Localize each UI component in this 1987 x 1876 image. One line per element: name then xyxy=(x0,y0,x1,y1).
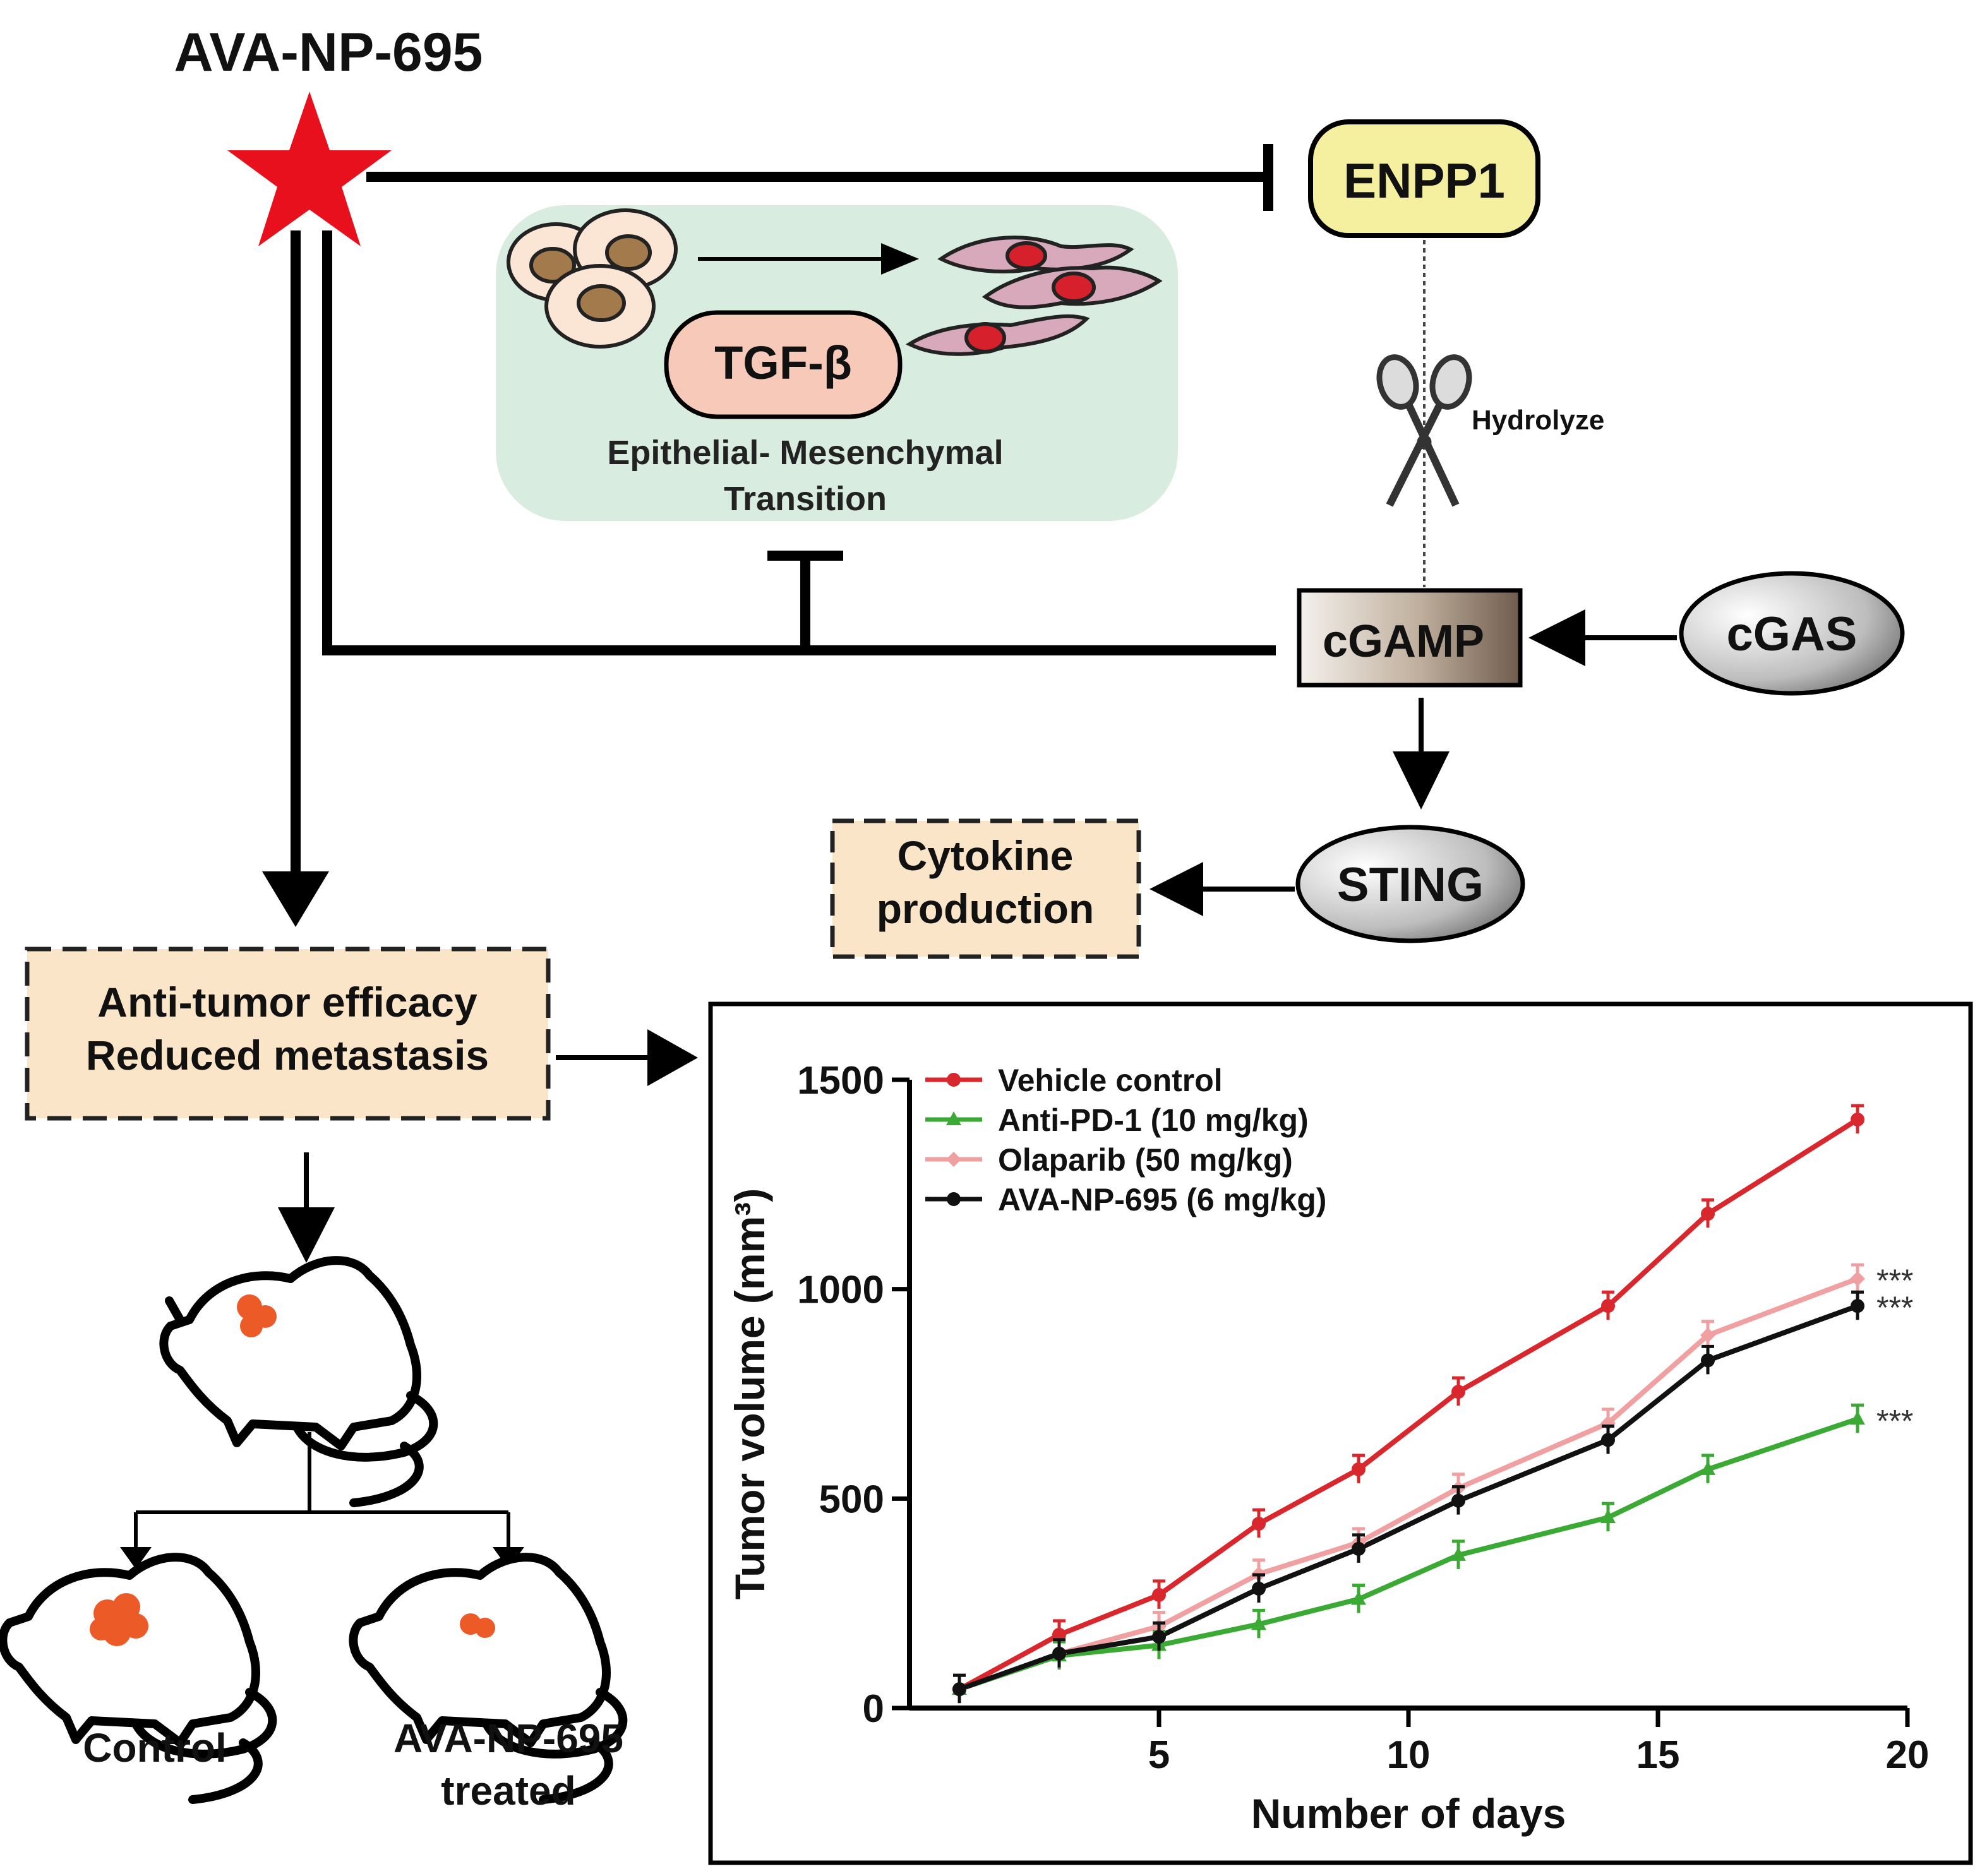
efficacy-mouse-arrow-head xyxy=(278,1207,335,1263)
cytokine-line1: Cytokine xyxy=(897,832,1074,879)
star-icon xyxy=(227,92,392,246)
sting-label: STING xyxy=(1337,858,1484,912)
inhibit-emt-connector xyxy=(767,551,843,650)
significance-label: *** xyxy=(1876,1290,1913,1325)
hydrolyze-label: Hydrolyze xyxy=(1472,405,1604,436)
data-point xyxy=(1052,1646,1066,1661)
emt-title-line2: Transition xyxy=(724,480,887,518)
x-tick-label: 5 xyxy=(1148,1733,1170,1777)
enpp1-label: ENPP1 xyxy=(1343,153,1505,208)
tgf-beta-label: TGF-β xyxy=(714,337,852,389)
data-point xyxy=(1451,1493,1465,1508)
cgamp-sting-arrow-head xyxy=(1393,751,1450,810)
cgamp-node: cGAMP xyxy=(1297,588,1523,688)
x-axis-label: Number of days xyxy=(1251,1790,1566,1837)
data-point xyxy=(1252,1581,1266,1596)
y-tick-label: 500 xyxy=(819,1478,884,1521)
legend-entry: AVA-NP-695 (6 mg/kg) xyxy=(998,1182,1326,1217)
data-point xyxy=(1252,1517,1266,1531)
cell-icon xyxy=(507,208,678,349)
data-point xyxy=(1600,1509,1616,1524)
data-point xyxy=(947,1192,961,1206)
control-mouse-icon xyxy=(0,1553,277,1804)
data-point xyxy=(1152,1587,1166,1602)
y-tick-label: 1500 xyxy=(797,1059,884,1102)
data-point xyxy=(1700,1327,1715,1343)
data-point xyxy=(1850,1411,1865,1425)
cgamp-label: cGAMP xyxy=(1323,616,1484,667)
cytokine-box: Cytokine production xyxy=(830,818,1141,959)
data-point xyxy=(946,1152,961,1167)
significance-label: *** xyxy=(1876,1403,1913,1438)
chart-frame xyxy=(708,1001,1973,1865)
data-point xyxy=(1352,1462,1366,1476)
data-point xyxy=(1451,1546,1466,1561)
data-point xyxy=(1851,1299,1864,1313)
sting-cytokine-arrow-head xyxy=(1150,862,1203,916)
data-point xyxy=(1251,1616,1266,1630)
efficacy-line2: Reduced metastasis xyxy=(86,1032,489,1078)
treated-tumor xyxy=(460,1613,495,1638)
data-point xyxy=(1700,1461,1715,1475)
data-point xyxy=(1601,1299,1615,1313)
efficacy-chart-arrow-head xyxy=(647,1029,698,1086)
data-point xyxy=(947,1073,961,1087)
treated-label-line1: AVA-NP-695 xyxy=(393,1716,623,1761)
mouse-icon xyxy=(159,1256,438,1507)
x-tick-label: 20 xyxy=(1886,1733,1930,1777)
efficacy-box: Anti-tumor efficacy Reduced metastasis xyxy=(25,947,551,1121)
legend-entry: Olaparib (50 mg/kg) xyxy=(998,1142,1293,1178)
legend-entry: Anti-PD-1 (10 mg/kg) xyxy=(998,1102,1309,1138)
scissors-icon xyxy=(1376,354,1472,507)
data-point xyxy=(1851,1113,1864,1127)
data-point xyxy=(1152,1630,1166,1644)
inhibit-enpp1-connector xyxy=(366,144,1273,211)
mesenchymal-cell-icon xyxy=(905,236,1163,356)
efficacy-line1: Anti-tumor efficacy xyxy=(97,979,477,1025)
cgas-label: cGAS xyxy=(1727,607,1858,661)
data-point xyxy=(1451,1385,1465,1399)
enpp1-node: ENPP1 xyxy=(1308,119,1540,238)
x-tick-label: 15 xyxy=(1636,1733,1680,1777)
y-tick-label: 1000 xyxy=(797,1269,884,1312)
data-point xyxy=(1601,1433,1615,1447)
arrow-control xyxy=(120,1547,152,1569)
significance-label: *** xyxy=(1876,1263,1913,1298)
control-label: Control xyxy=(83,1725,227,1771)
mouse-tumor xyxy=(237,1294,277,1337)
treated-mouse-icon xyxy=(349,1553,628,1804)
drug-title: AVA-NP-695 xyxy=(174,22,483,83)
data-point xyxy=(952,1682,966,1697)
treated-label-line2: treated xyxy=(441,1768,575,1813)
control-tumor xyxy=(90,1593,148,1646)
data-point xyxy=(1701,1353,1715,1368)
x-tick-label: 10 xyxy=(1387,1733,1431,1777)
cytokine-line2: production xyxy=(877,885,1095,932)
cgas-node: cGAS xyxy=(1679,571,1905,696)
data-point xyxy=(1352,1541,1366,1556)
sting-node: STING xyxy=(1295,825,1525,943)
y-axis-label: Tumor volume (mm³) xyxy=(726,1188,773,1599)
mouse-split-connector xyxy=(134,1432,510,1550)
emt-title-line1: Epithelial- Mesenchymal xyxy=(607,434,1003,472)
data-point xyxy=(946,1111,961,1125)
cgamp-to-star-connector xyxy=(322,230,1276,655)
emt-panel: TGF-β Epithelial- Mesenchymal Transition xyxy=(496,205,1178,521)
data-point xyxy=(1701,1207,1715,1221)
data-point xyxy=(1850,1271,1865,1287)
cgas-arrow-head xyxy=(1528,609,1585,666)
legend-entry: Vehicle control xyxy=(998,1063,1223,1098)
y-tick-label: 0 xyxy=(863,1687,884,1731)
data-point xyxy=(1351,1591,1366,1605)
arrow-to-efficacy xyxy=(262,871,329,927)
